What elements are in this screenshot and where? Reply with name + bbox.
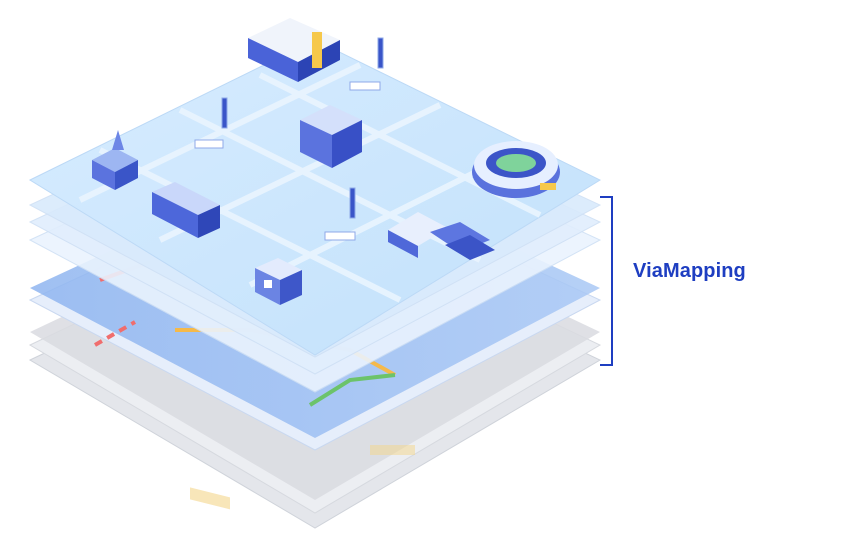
apartment-building — [152, 182, 220, 238]
street-furniture — [194, 37, 384, 241]
shopping-mall-building — [248, 18, 340, 82]
hospital-building — [255, 258, 302, 305]
airport-terminal-building — [388, 212, 495, 260]
office-building — [300, 105, 362, 168]
brand-label: ViaMapping — [633, 260, 746, 282]
layer-bracket — [600, 196, 613, 366]
church-building — [92, 130, 138, 190]
city-layer — [28, 18, 602, 356]
stadium-building — [472, 141, 560, 198]
